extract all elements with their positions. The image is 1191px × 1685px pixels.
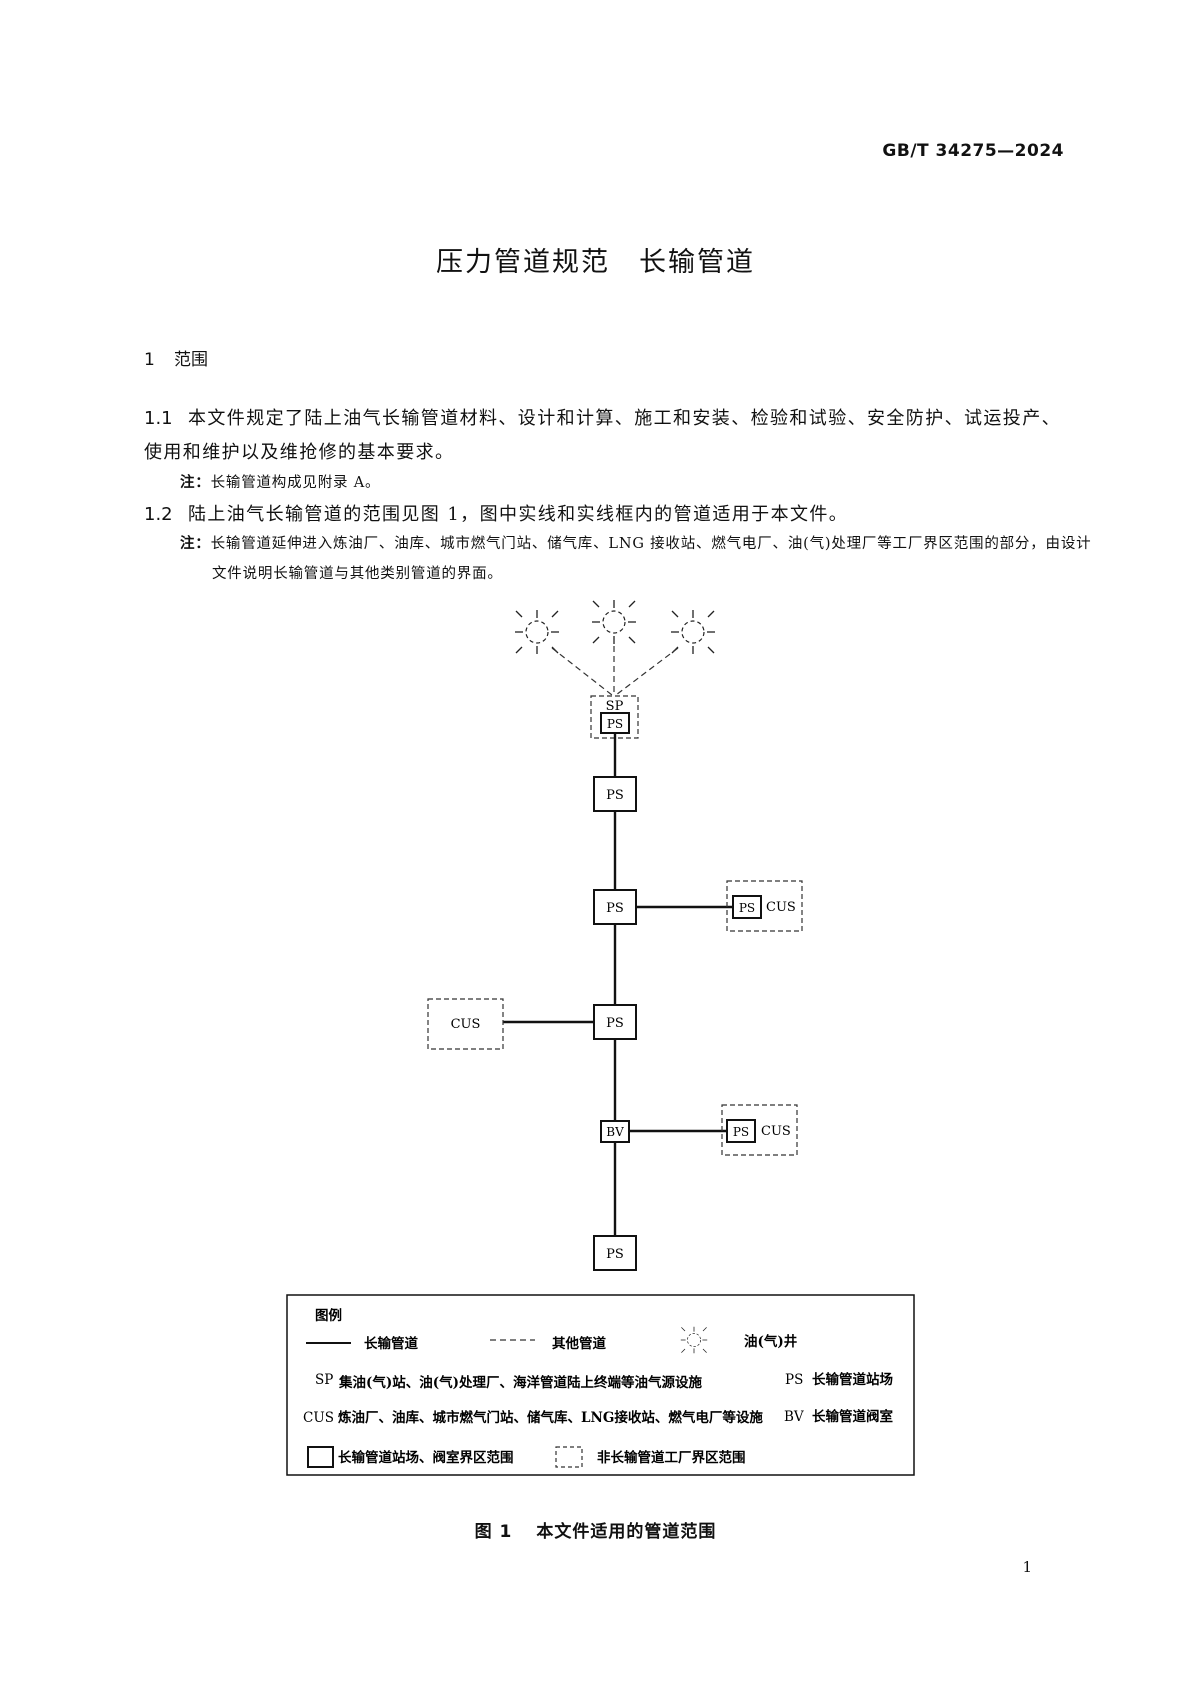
legend-ps-desc: 长输管道站场 [812,1371,893,1388]
clause-text: 本文件规定了陆上油气长输管道材料、设计和计算、施工和安装、检验和试验、安全防护、… [144,408,1061,463]
legend-cus-abbr: CUS [303,1410,334,1426]
figure-title: 本文件适用的管道范围 [536,1522,717,1542]
ps-label: PS [606,1247,624,1262]
ps-station [593,776,637,812]
legend-long-pipeline: 长输管道 [364,1335,418,1352]
other-pipeline [615,647,679,696]
note-label: 注： [180,536,211,552]
legend-solid-box-desc: 长输管道站场、阀室界区范围 [338,1449,514,1466]
ps-label: PS [606,901,624,916]
other-pipeline [551,647,613,696]
bv-label: BV [606,1125,624,1139]
clause-number: 1.2 [144,504,173,525]
legend-title: 图例 [315,1307,342,1324]
standard-number: GB/T 34275—2024 [882,141,1064,161]
ps-label: PS [606,788,624,803]
legend-sp-abbr: SP [315,1372,333,1388]
clause-1-2: 1.2 陆上油气长输管道的范围见图 1，图中实线和实线框内的管道适用于本文件。 [144,498,1064,532]
legend-ps-abbr: PS [785,1372,803,1388]
legend-dashed-box [555,1446,583,1468]
legend-well: 油(气)井 [744,1333,797,1350]
note-text: 长输管道延伸进入炼油厂、油库、城市燃气门站、储气库、LNG 接收站、燃气电厂、油… [210,536,1092,582]
legend-well-icon [680,1326,708,1354]
ps-label: PS [739,901,755,915]
ps-label: PS [607,717,623,731]
ps-label: PS [733,1125,749,1139]
legend-dashed-box-desc: 非长输管道工厂界区范围 [597,1449,746,1466]
section-title: 范围 [174,350,208,370]
cus-boundary [427,998,504,1050]
note-2: 注：长输管道延伸进入炼油厂、油库、城市燃气门站、储气库、LNG 接收站、燃气电厂… [180,529,1092,589]
ps-station [593,889,637,925]
clause-number: 1.1 [144,408,173,429]
section-number: 1 [144,350,155,370]
note-label: 注： [180,475,211,491]
section-heading: 1 范围 [144,345,208,370]
note-1: 注：长输管道构成见附录 A。 [180,468,1060,498]
ps-station [593,1004,637,1040]
legend-sp-desc: 集油(气)站、油(气)处理厂、海洋管道陆上终端等油气源设施 [338,1374,703,1391]
cus-label: CUS [761,1124,791,1139]
note-text: 长输管道构成见附录 A。 [210,475,381,491]
legend-cus-desc: 炼油厂、油库、城市燃气门站、储气库、LNG接收站、燃气电厂等设施 [338,1409,763,1426]
sp-label: SP [606,699,624,714]
legend-other-pipeline: 其他管道 [552,1335,606,1352]
legend-bv-desc: 长输管道阀室 [812,1408,893,1425]
figure-caption: 图 1 本文件适用的管道范围 [0,1517,1191,1542]
legend-solid-box [307,1446,334,1468]
bv-valve-room [600,1120,630,1143]
figure-number: 图 1 [474,1522,513,1542]
page-number: 1 [1022,1558,1032,1576]
ps-label: PS [606,1016,624,1031]
oil-gas-well-icon [591,599,637,645]
cus-label: CUS [451,1017,481,1032]
legend-bv-abbr: BV [784,1409,804,1425]
ps-station [732,895,762,919]
document-title: 压力管道规范 长输管道 [436,247,755,278]
cus-boundary [726,880,803,932]
oil-gas-well-icon [514,609,560,655]
ps-station [593,1235,637,1271]
cus-label: CUS [766,900,796,915]
clause-text: 陆上油气长输管道的范围见图 1，图中实线和实线框内的管道适用于本文件。 [188,504,849,525]
ps-station [726,1119,756,1143]
legend-box [286,1294,915,1476]
cus-boundary [721,1104,798,1156]
oil-gas-well-icon [670,609,716,655]
